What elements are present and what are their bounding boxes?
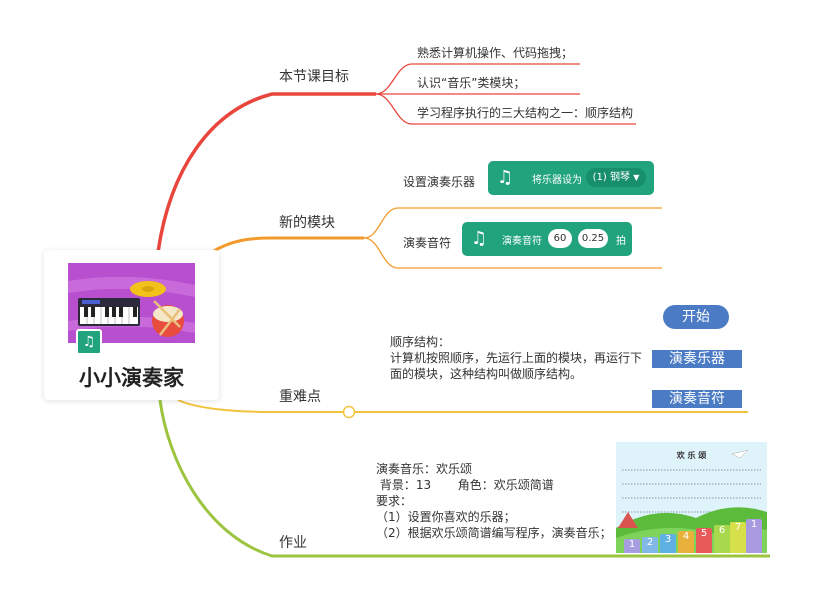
flow-start: 开始 <box>663 305 729 329</box>
music-notes-icon: ♫ <box>497 167 514 188</box>
instrument-dropdown[interactable]: (1) 钢琴 ▼ <box>586 168 646 187</box>
flow-step-note: 演奏音符 <box>652 390 742 408</box>
key-8: 1 <box>746 519 762 553</box>
connector-homework <box>158 399 770 558</box>
set-instrument-label[interactable]: 设置演奏乐器 <box>403 175 476 189</box>
set-instrument-block[interactable]: ♫ 将乐器设为 (1) 钢琴 ▼ <box>488 161 654 195</box>
connector-goals <box>156 92 376 253</box>
chevron-down-icon: ▼ <box>633 173 640 182</box>
piano-drum-illustration <box>68 263 195 343</box>
connector-key-points <box>177 399 748 413</box>
branch-key-points-label[interactable]: 重难点 <box>279 389 321 405</box>
branch-blocks-label[interactable]: 新的模块 <box>279 215 335 231</box>
homework-line-2: 背景：13 角色：欢乐颂简谱 <box>376 478 554 492</box>
branch-goals-label[interactable]: 本节课目标 <box>279 69 349 85</box>
goal-item-2[interactable]: 认识“音乐”类模块； <box>417 76 526 90</box>
connector-blocks <box>211 236 364 254</box>
note-input[interactable]: 60 <box>548 229 572 248</box>
connector-set-instrument <box>363 207 662 239</box>
connector-goal-1 <box>375 63 580 95</box>
key-3: 3 <box>660 534 676 553</box>
music-notes-icon: ♫ <box>76 329 102 355</box>
beats-input[interactable]: 0.25 <box>578 229 608 248</box>
homework-line-1: 演奏音乐：欢乐颂 <box>376 462 473 476</box>
key-5: 5 <box>696 528 712 553</box>
ode-to-joy-sheet: 欢 乐 颂 1 2 3 4 5 6 7 1 <box>616 442 767 553</box>
instrument-dropdown-value: (1) 钢琴 <box>592 172 630 183</box>
flow-step-instrument: 演奏乐器 <box>652 350 742 368</box>
sequence-structure-note[interactable]: 顺序结构： 计算机按照顺序，先运行上面的模块，再运行下 面的模块，这种结构叫做顺… <box>390 334 650 382</box>
key-2: 2 <box>642 537 658 553</box>
goal-item-3[interactable]: 学习程序执行的三大结构之一：顺序结构 <box>417 106 634 120</box>
connector-goal-3 <box>375 93 636 125</box>
branch-homework-label[interactable]: 作业 <box>279 535 307 551</box>
beats-unit: 拍 <box>616 236 626 247</box>
play-note-label[interactable]: 演奏音符 <box>403 236 452 250</box>
central-topic-title: 小小演奏家 <box>79 366 184 390</box>
sheet-title: 欢 乐 颂 <box>676 451 707 460</box>
set-instrument-block-text: 将乐器设为 <box>532 175 582 186</box>
homework-line-3: 要求： <box>376 494 413 508</box>
key-4: 4 <box>678 531 694 553</box>
note-line-1: 顺序结构： <box>390 335 451 349</box>
key-6: 6 <box>714 525 730 553</box>
connector-play-note <box>363 237 662 269</box>
note-line-2: 计算机按照顺序，先运行上面的模块，再运行下 <box>390 351 643 365</box>
note-line-3: 面的模块，这种结构叫做顺序结构。 <box>390 367 583 381</box>
play-note-block[interactable]: ♫ 演奏音符 60 0.25 拍 <box>462 222 632 256</box>
homework-line-5: （2）根据欢乐颂简谱编写程序，演奏音乐； <box>376 526 612 540</box>
goal-item-1[interactable]: 熟悉计算机操作、代码拖拽； <box>417 46 574 60</box>
collapse-toggle[interactable] <box>342 405 356 419</box>
central-topic[interactable]: ♫ 小小演奏家 <box>44 250 219 400</box>
homework-line-4: （1）设置你喜欢的乐器； <box>376 510 516 524</box>
key-7: 7 <box>730 522 746 553</box>
homework-note[interactable]: 演奏音乐：欢乐颂 背景：13 角色：欢乐颂简谱 要求： （1）设置你喜欢的乐器；… <box>376 461 612 541</box>
key-1: 1 <box>624 539 640 553</box>
play-note-block-text: 演奏音符 <box>502 236 542 247</box>
music-notes-icon: ♫ <box>471 228 488 249</box>
